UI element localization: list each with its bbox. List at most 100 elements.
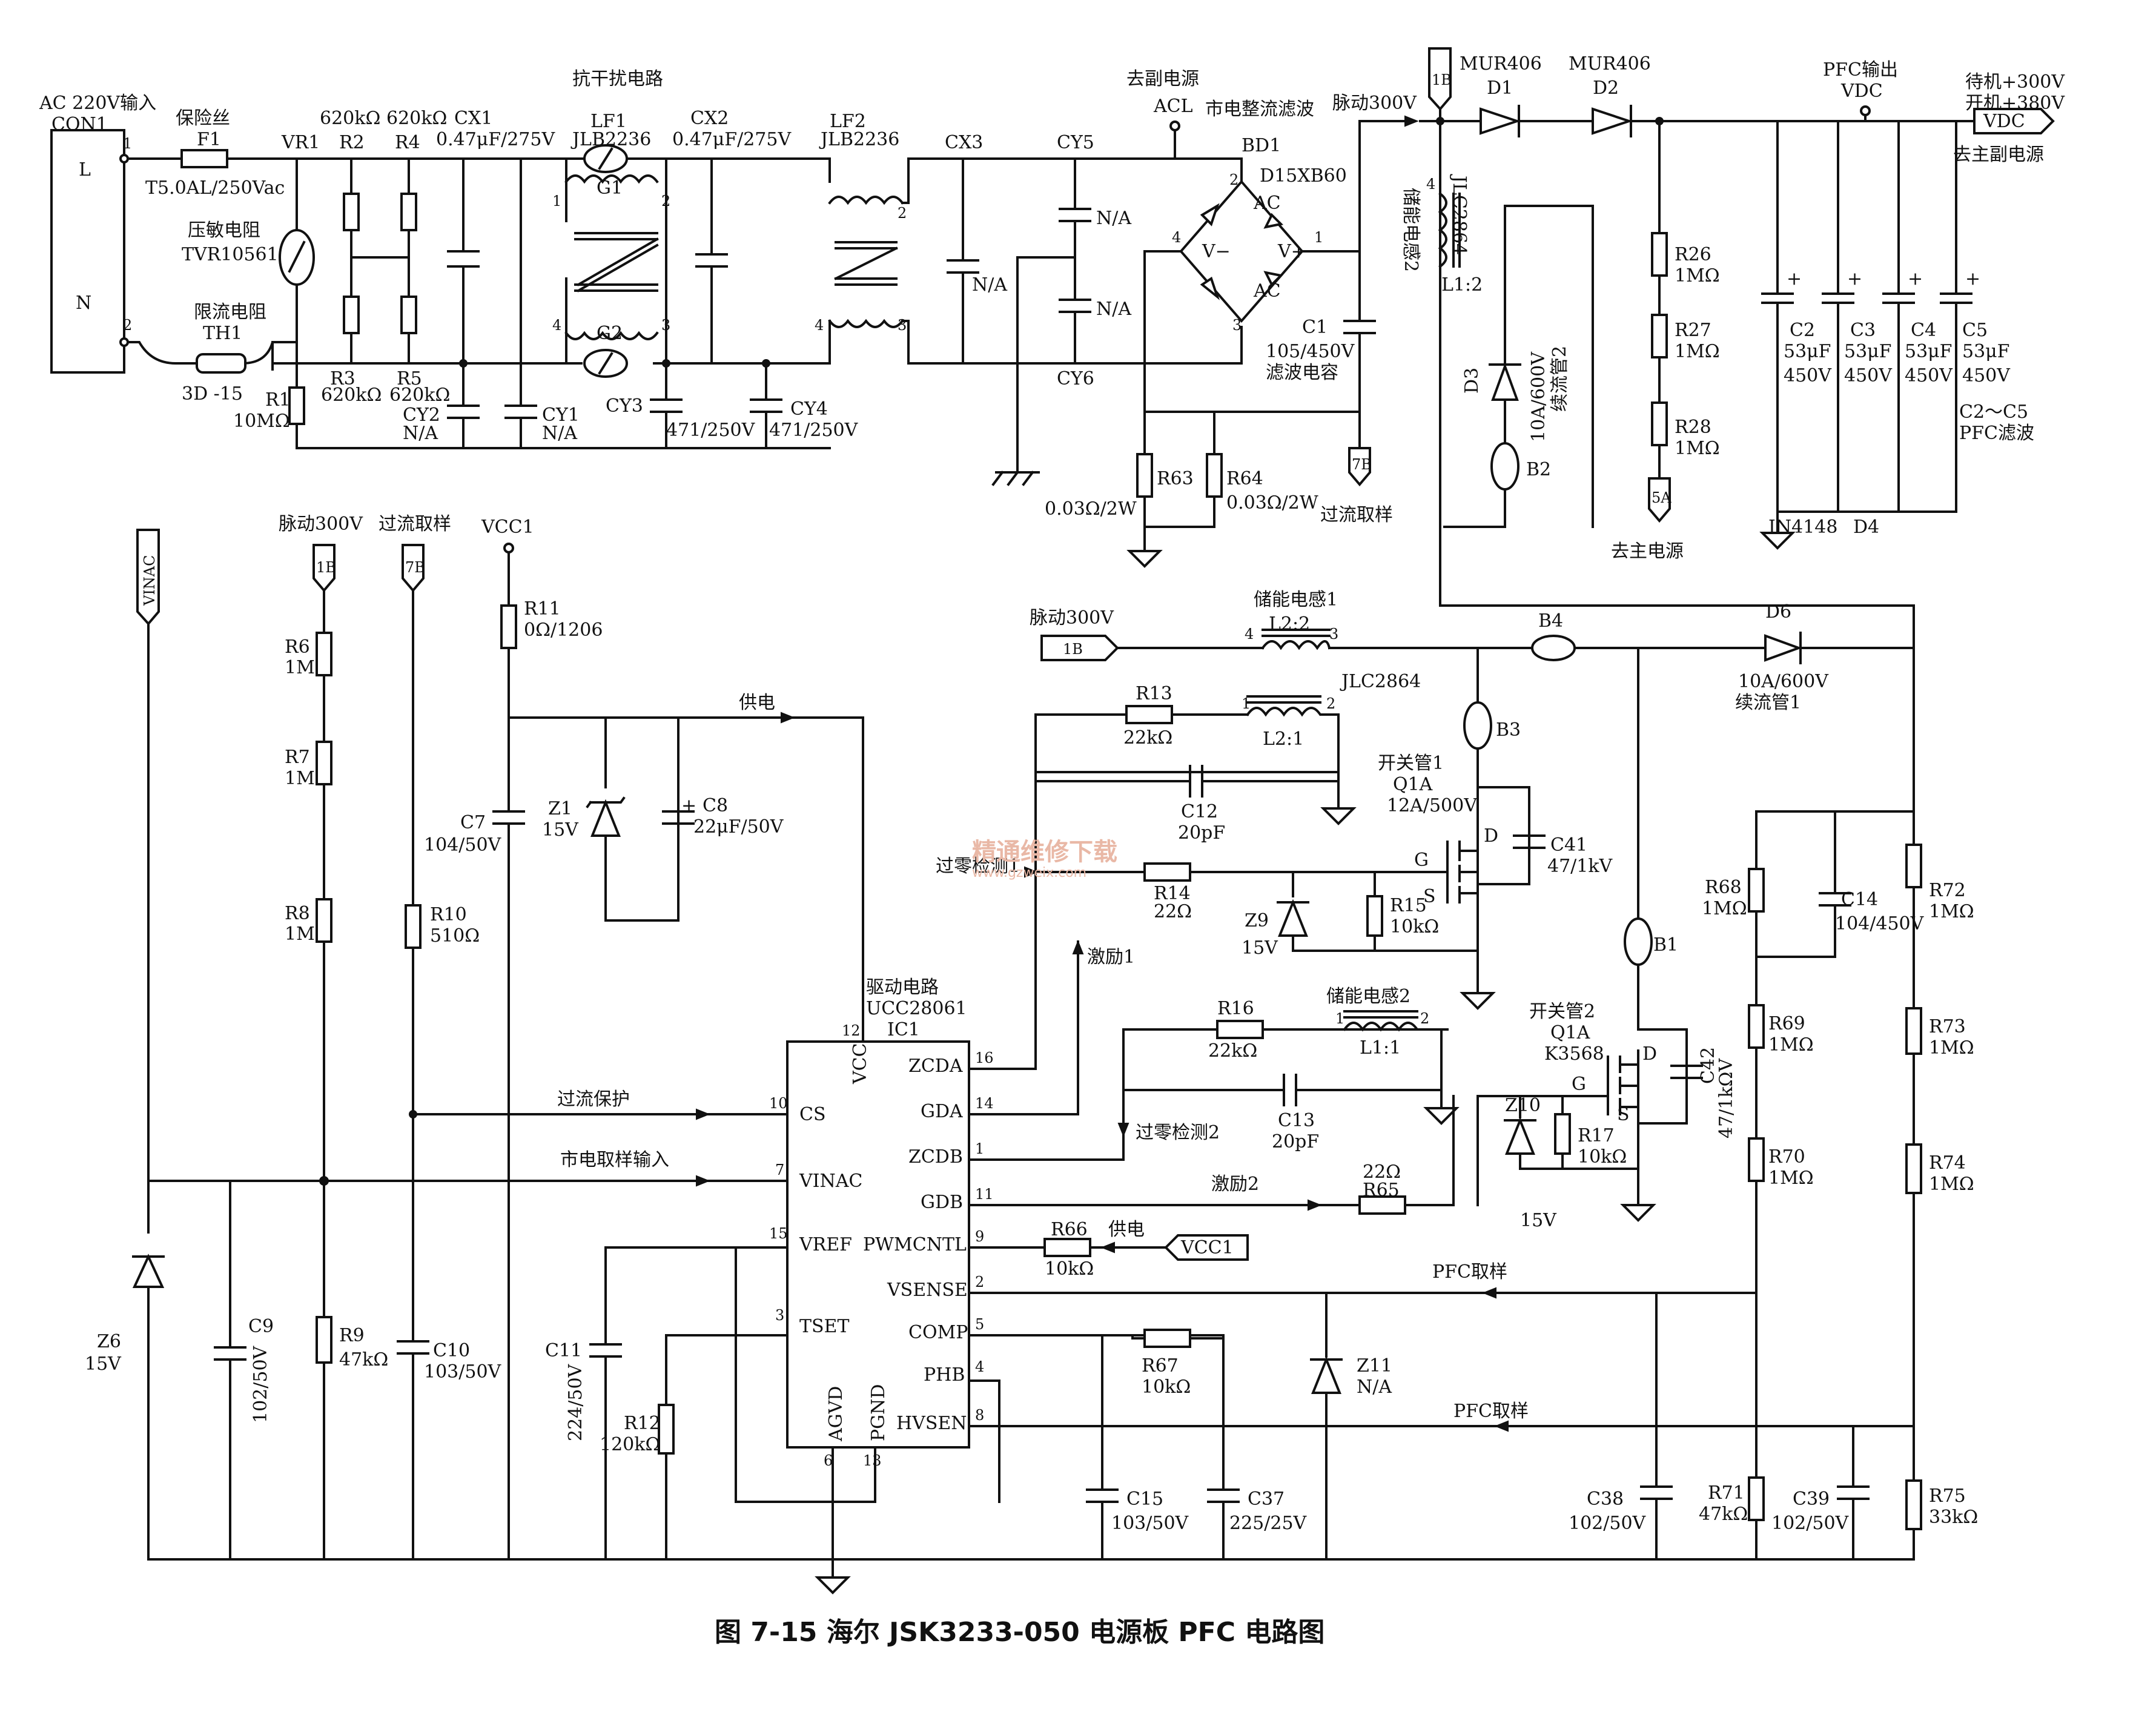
svg-text:PWMCNTL: PWMCNTL: [863, 1234, 967, 1255]
svg-text:PFC取样: PFC取样: [1432, 1261, 1507, 1283]
svg-text:D: D: [1642, 1043, 1657, 1065]
svg-text:C11: C11: [545, 1340, 582, 1361]
svg-text:R7: R7: [285, 747, 310, 768]
svg-text:2: 2: [123, 317, 132, 334]
svg-text:Q1A: Q1A: [1393, 774, 1433, 795]
svg-text:R1: R1: [265, 389, 291, 411]
svg-text:滤波电容: 滤波电容: [1266, 362, 1338, 383]
svg-text:1MΩ: 1MΩ: [1702, 898, 1747, 919]
svg-text:CX3: CX3: [945, 132, 983, 153]
svg-text:LF1: LF1: [590, 111, 627, 132]
svg-text:C7: C7: [460, 812, 486, 833]
svg-text:104/50V: 104/50V: [424, 834, 502, 856]
ground-d4: IN4148 D4: [1759, 510, 1879, 550]
svg-text:ZCDA: ZCDA: [908, 1056, 963, 1077]
svg-text:10kΩ: 10kΩ: [1142, 1376, 1191, 1398]
svg-text:R3: R3: [330, 368, 355, 389]
vref-tset-network: C11 224/50V R12 120kΩ: [545, 1246, 789, 1561]
svg-text:C2～C5: C2～C5: [1959, 401, 2028, 423]
svg-text:7B: 7B: [405, 559, 425, 576]
svg-text:AGVD: AGVD: [825, 1386, 847, 1442]
capacitors-c2-c5: + + + + C2 53μF 450V C3 53μF 450V C4 53μ…: [1761, 120, 2034, 513]
svg-text:103/50V: 103/50V: [424, 1361, 502, 1383]
svg-text:R67: R67: [1142, 1355, 1179, 1376]
resistor-r1: R1 10MΩ: [233, 362, 831, 449]
svg-text:1: 1: [123, 135, 132, 152]
svg-text:102/50V: 102/50V: [1569, 1513, 1647, 1534]
svg-text:Z6: Z6: [97, 1331, 121, 1352]
svg-text:限流电阻: 限流电阻: [194, 302, 266, 323]
svg-text:D4: D4: [1853, 517, 1879, 538]
svg-text:4: 4: [975, 1358, 984, 1375]
svg-text:CS: CS: [799, 1104, 826, 1125]
svg-text:R4: R4: [395, 132, 420, 153]
svg-text:R9: R9: [339, 1325, 365, 1346]
svg-text:120kΩ: 120kΩ: [600, 1434, 660, 1455]
svg-text:去副电源: 去副电源: [1126, 68, 1199, 90]
svg-text:JLB2236: JLB2236: [570, 129, 651, 150]
svg-text:驱动电路: 驱动电路: [866, 977, 939, 998]
aux-supply-probe: 去副电源 ACL: [1126, 68, 1199, 160]
svg-text:B1: B1: [1653, 934, 1678, 956]
svg-text:N/A: N/A: [1096, 299, 1131, 320]
svg-text:3: 3: [1232, 317, 1242, 334]
svg-text:102/50V: 102/50V: [250, 1345, 271, 1423]
svg-text:0.47μF/275V: 0.47μF/275V: [436, 129, 555, 150]
svg-text:CON1: CON1: [51, 114, 108, 135]
svg-text:12A/500V: 12A/500V: [1387, 795, 1478, 816]
svg-text:510Ω: 510Ω: [430, 925, 480, 947]
fuse-f1: 保险丝 F1 T5.0AL/250Vac: [145, 108, 285, 199]
bridge-rectifier-bd1: 市电整流滤波 BD1 D15XB60 AC AC V− V+ 4 1 2 3: [1143, 99, 1361, 413]
svg-text:V+: V+: [1277, 241, 1306, 262]
svg-text:C10: C10: [433, 1340, 470, 1361]
svg-text:VINAC: VINAC: [141, 555, 158, 606]
svg-text:47/1kΩV: 47/1kΩV: [1716, 1058, 1737, 1138]
svg-text:Z9: Z9: [1245, 910, 1269, 931]
svg-text:R71: R71: [1708, 1482, 1745, 1504]
svg-text:TVR10561: TVR10561: [182, 244, 279, 265]
svg-text:D15XB60: D15XB60: [1260, 165, 1347, 187]
svg-text:待机+300V: 待机+300V: [1965, 71, 2065, 93]
svg-text:2: 2: [898, 205, 907, 222]
svg-text:VCC1: VCC1: [481, 517, 534, 538]
svg-text:15: 15: [769, 1225, 788, 1242]
svg-text:CY2: CY2: [403, 405, 440, 426]
svg-text:过零检测1: 过零检测1: [936, 856, 1020, 877]
svg-text:D1: D1: [1487, 78, 1513, 99]
svg-text:MUR406: MUR406: [1569, 53, 1651, 74]
svg-text:5A: 5A: [1652, 489, 1672, 506]
svg-text:53μF: 53μF: [1784, 341, 1831, 362]
svg-text:AC: AC: [1253, 280, 1281, 302]
shunt-resistors: R63 R64 0.03Ω/2W 0.03Ω/2W: [1045, 411, 1361, 568]
capacitor-c1: C1 105/450V 滤波电容: [1266, 120, 1376, 425]
svg-text:JLB2236: JLB2236: [819, 129, 899, 150]
svg-text:CY3: CY3: [606, 395, 643, 417]
svg-text:N/A: N/A: [1357, 1376, 1392, 1398]
svg-text:Q1A: Q1A: [1550, 1022, 1590, 1043]
svg-text:224/50V: 224/50V: [565, 1363, 586, 1441]
svg-text:G: G: [1414, 850, 1429, 871]
svg-text:ZCDB: ZCDB: [908, 1146, 963, 1168]
svg-text:R11: R11: [524, 598, 561, 619]
watermark: 精通维修下载: [972, 838, 1117, 866]
svg-text:R26: R26: [1675, 244, 1711, 265]
svg-text:N/A: N/A: [542, 423, 577, 444]
svg-text:储能电感1: 储能电感1: [1254, 589, 1338, 610]
choke-lf1: LF1 JLB2236 G1 G2 1 2 4 3 抗干扰电路: [552, 68, 670, 378]
svg-text:C14: C14: [1841, 889, 1878, 910]
svg-text:GDA: GDA: [921, 1101, 963, 1122]
svg-text:VR1: VR1: [281, 132, 320, 153]
svg-text:G: G: [1572, 1074, 1586, 1095]
svg-text:R72: R72: [1929, 880, 1966, 901]
svg-text:R14: R14: [1154, 883, 1191, 904]
svg-text:PFC滤波: PFC滤波: [1959, 423, 2034, 444]
svg-text:TSET: TSET: [799, 1316, 849, 1337]
svg-text:C41: C41: [1550, 834, 1587, 856]
svg-text:Z10: Z10: [1505, 1095, 1541, 1116]
svg-text:JLC2864: JLC2864: [1449, 174, 1470, 255]
svg-text:10A/600V: 10A/600V: [1738, 671, 1829, 692]
svg-text:C2: C2: [1790, 320, 1815, 341]
svg-text:G1: G1: [597, 177, 623, 199]
svg-text:450V: 450V: [1905, 365, 1953, 386]
svg-text:1M: 1M: [285, 923, 315, 945]
